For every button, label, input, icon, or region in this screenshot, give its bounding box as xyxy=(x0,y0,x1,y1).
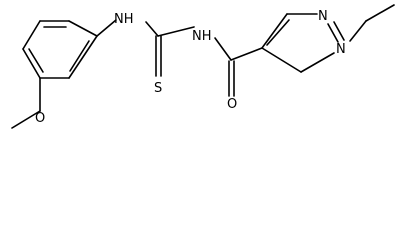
double-bond-inner xyxy=(266,19,290,46)
atom-label-oxygen-ether: O xyxy=(35,111,45,126)
bond xyxy=(261,47,302,73)
benzene-ring xyxy=(22,20,98,79)
bond-ethyl xyxy=(365,4,395,22)
bond-n-n xyxy=(333,21,345,41)
atom-label-oxygen-carbonyl: O xyxy=(227,97,237,112)
double-bond-n-n xyxy=(327,23,339,43)
molecule-diagram: NH NH S O O N N xyxy=(11,4,395,129)
chemical-structure-canvas: NH NH S O O N N xyxy=(11,4,395,129)
bond-ether-o-to-methyl xyxy=(11,110,41,129)
bond-carbonyl-to-pyrazole xyxy=(230,47,263,61)
bond xyxy=(261,13,288,49)
bond-n-to-ethyl xyxy=(349,20,367,42)
double-bond-inner xyxy=(69,40,90,72)
bond xyxy=(22,48,41,79)
bond-n-to-ch xyxy=(300,52,335,73)
bond-c-to-nh xyxy=(157,26,195,37)
pyrazole-ring xyxy=(261,13,345,73)
atom-label-nh-left: NH xyxy=(114,12,134,27)
bond xyxy=(68,20,98,37)
bond-aryl-to-nh xyxy=(96,19,117,37)
bond xyxy=(22,20,41,50)
double-bond-inner xyxy=(28,48,44,73)
atom-label-sulfur: S xyxy=(154,81,162,96)
atom-label-nitrogen-ethyl: N xyxy=(336,42,346,57)
bond xyxy=(68,35,98,79)
atom-label-nh-right: NH xyxy=(192,29,212,44)
bond-nh-to-c xyxy=(145,21,159,37)
bond-nh-to-carbonyl-c xyxy=(214,37,232,61)
atom-label-nitrogen-top: N xyxy=(318,9,328,24)
